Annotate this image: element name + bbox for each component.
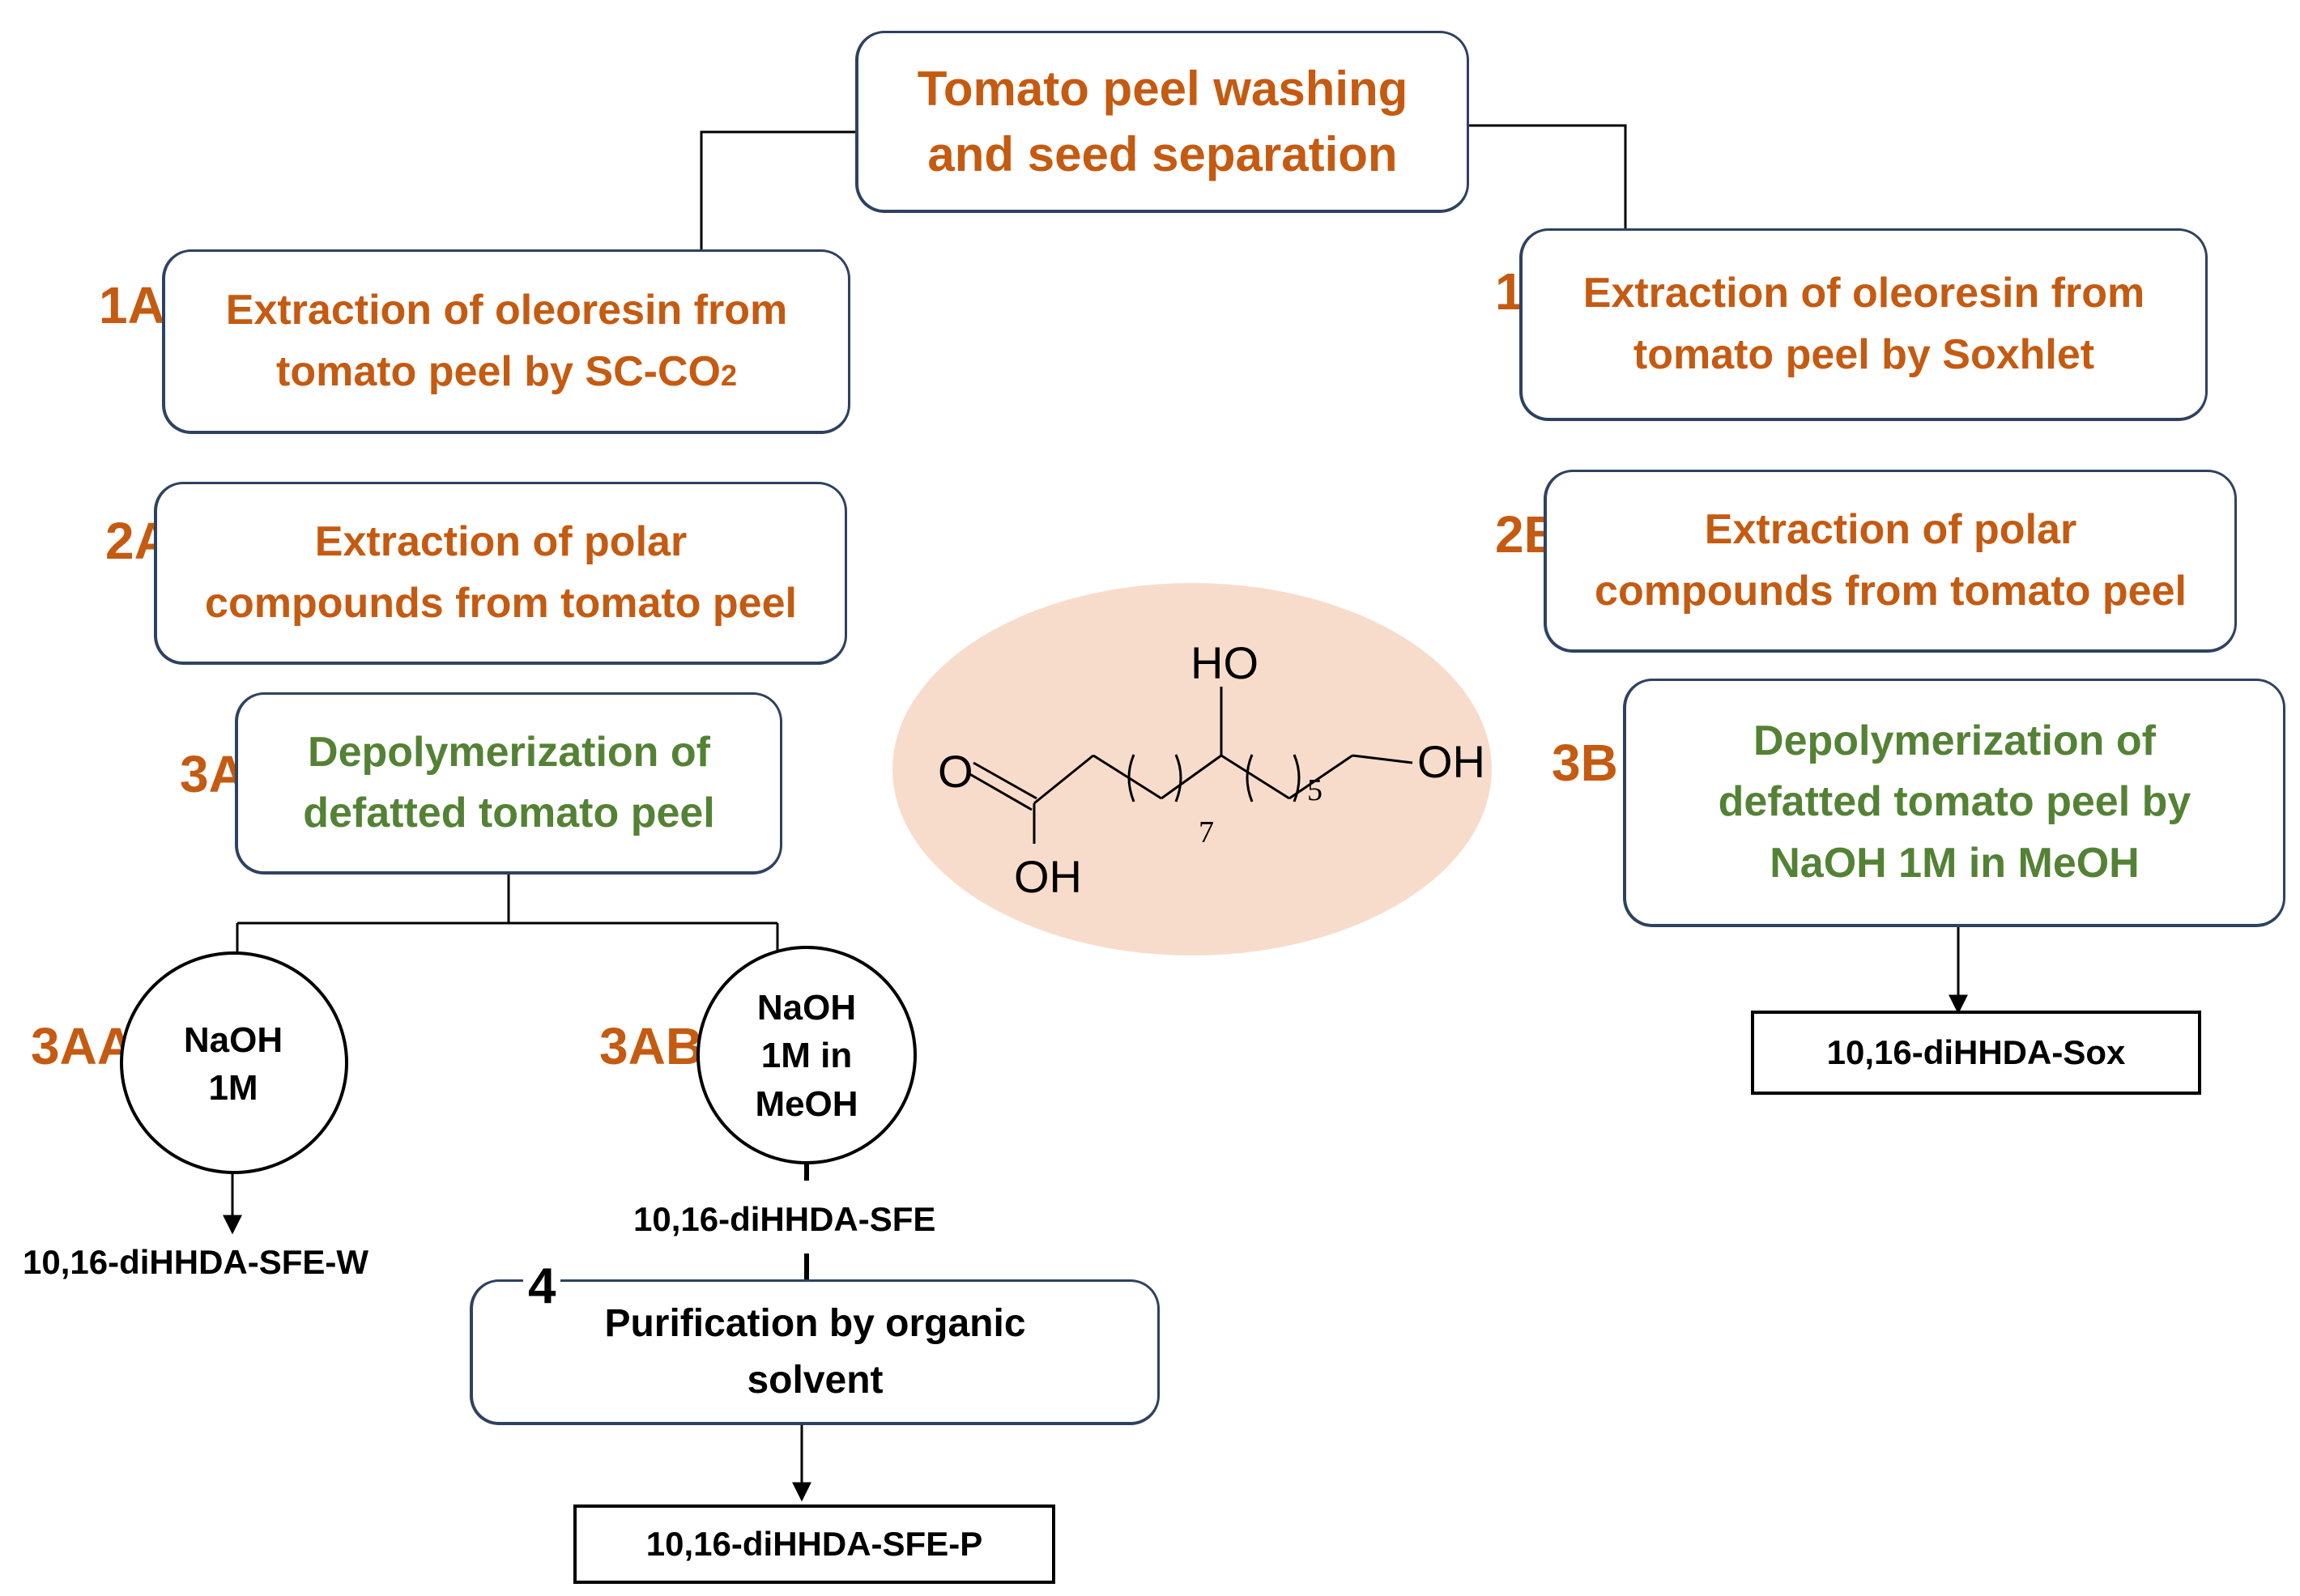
box-2a: Extraction of polar compounds from tomat… bbox=[154, 482, 847, 665]
circle-3ab-line-1: NaOH bbox=[756, 988, 857, 1028]
box-1a-line-2: tomato peel by SC-CO bbox=[276, 347, 721, 395]
atom-oh-bottom: OH bbox=[1014, 851, 1082, 902]
box-1a: Extraction of oleoresin from tomato peel… bbox=[162, 249, 850, 434]
product-sfe-p: 10,16-diHHDA-SFE-P bbox=[573, 1504, 1055, 1584]
atom-ho-top: HO bbox=[1190, 637, 1259, 688]
box-1b-line-2: tomato peel by Soxhlet bbox=[1633, 330, 2095, 378]
box-3b: Depolymerization of defatted tomato peel… bbox=[1623, 679, 2285, 927]
product-sox: 10,16-diHHDA-Sox bbox=[1751, 1011, 2201, 1095]
box-4-line-1: Purification by organic bbox=[604, 1301, 1026, 1345]
box-3a: Depolymerization of defatted tomato peel bbox=[235, 692, 782, 875]
box-4: Purification by organic solvent bbox=[470, 1279, 1160, 1425]
product-sfe: 10,16-diHHDA-SFE bbox=[633, 1200, 936, 1238]
bond-chain-5 bbox=[1288, 754, 1353, 800]
step-label-4: 4 bbox=[523, 1258, 561, 1315]
box-2b-line-2: compounds from tomato peel bbox=[1595, 567, 2187, 615]
bond-carbonyl-2 bbox=[973, 761, 1037, 800]
connector-top-to-1a bbox=[700, 130, 855, 249]
repeat-count-5: 5 bbox=[1307, 773, 1322, 807]
molecule-background bbox=[892, 583, 1492, 955]
bond-carbonyl-1 bbox=[966, 771, 1033, 811]
box-3b-line-1: Depolymerization of bbox=[1753, 717, 2156, 764]
bond-chain-3 bbox=[1161, 754, 1222, 800]
circle-3aa-line-2: 1M bbox=[208, 1068, 258, 1109]
bond-chain-6 bbox=[1352, 754, 1413, 764]
circle-3aa-text: NaOH 1M bbox=[152, 1016, 314, 1113]
top-line-2: and seed separation bbox=[927, 127, 1398, 181]
bracket-right-7 bbox=[1174, 754, 1182, 802]
box-3a-line-1: Depolymerization of bbox=[308, 728, 710, 776]
box-3b-line-2: defatted tomato peel by bbox=[1718, 778, 2191, 826]
box-2a-line-2: compounds from tomato peel bbox=[205, 579, 797, 627]
top-line-1: Tomato peel washing bbox=[917, 62, 1408, 116]
box-2b-line-1: Extraction of polar bbox=[1704, 506, 2077, 554]
product-sfe-w: 10,16-diHHDA-SFE-W bbox=[23, 1243, 369, 1281]
bond-chain-4 bbox=[1220, 754, 1290, 800]
circle-3ab-text: NaOH 1M in MeOH bbox=[726, 984, 888, 1128]
step-label-3aa: 3AA bbox=[31, 1017, 135, 1075]
box-1b: Extraction of oleoresin from tomato peel… bbox=[1519, 228, 2208, 421]
molecule-structure: O OH HO OH 7 5 bbox=[892, 583, 1492, 955]
bracket-left-5 bbox=[1246, 754, 1254, 802]
box-3b-line-3: NaOH 1M in MeOH bbox=[1770, 839, 2140, 887]
box-1a-subscript: 2 bbox=[720, 358, 737, 392]
box-washing-separation: Tomato peel washing and seed separation bbox=[855, 31, 1469, 213]
atom-oh-right: OH bbox=[1417, 736, 1485, 787]
box-2a-line-1: Extraction of polar bbox=[314, 518, 688, 566]
circle-3aa-line-1: NaOH bbox=[183, 1020, 283, 1060]
bracket-right-5 bbox=[1293, 754, 1301, 802]
circle-3ab-line-3: MeOH bbox=[755, 1083, 858, 1124]
box-1a-line-1: Extraction of oleoresin from bbox=[225, 287, 788, 334]
step-label-3b: 3B bbox=[1552, 734, 1618, 792]
bond-chain-2 bbox=[1092, 754, 1162, 800]
box-4-line-2: solvent bbox=[747, 1358, 884, 1402]
step-label-1a: 1A bbox=[99, 276, 165, 334]
box-1a-line-2-wrap: tomato peel by SC-CO2 bbox=[226, 342, 787, 402]
atom-o-left: O bbox=[938, 746, 973, 797]
box-3a-line-2: defatted tomato peel bbox=[303, 789, 715, 836]
circle-3aa bbox=[120, 951, 348, 1174]
connector-top-to-1b bbox=[1469, 124, 1627, 228]
circle-3ab-line-2: 1M in bbox=[760, 1036, 853, 1076]
repeat-count-7: 7 bbox=[1199, 815, 1214, 849]
bracket-left-7 bbox=[1127, 754, 1135, 802]
circle-3ab bbox=[696, 946, 917, 1164]
box-1b-line-1: Extraction of oleoresin from bbox=[1582, 270, 2145, 317]
bond-chain-1 bbox=[1033, 754, 1094, 805]
box-2b: Extraction of polar compounds from tomat… bbox=[1544, 470, 2237, 653]
step-label-3ab: 3AB bbox=[599, 1017, 704, 1075]
molecule-svg: O OH HO OH 7 5 bbox=[892, 583, 1492, 955]
